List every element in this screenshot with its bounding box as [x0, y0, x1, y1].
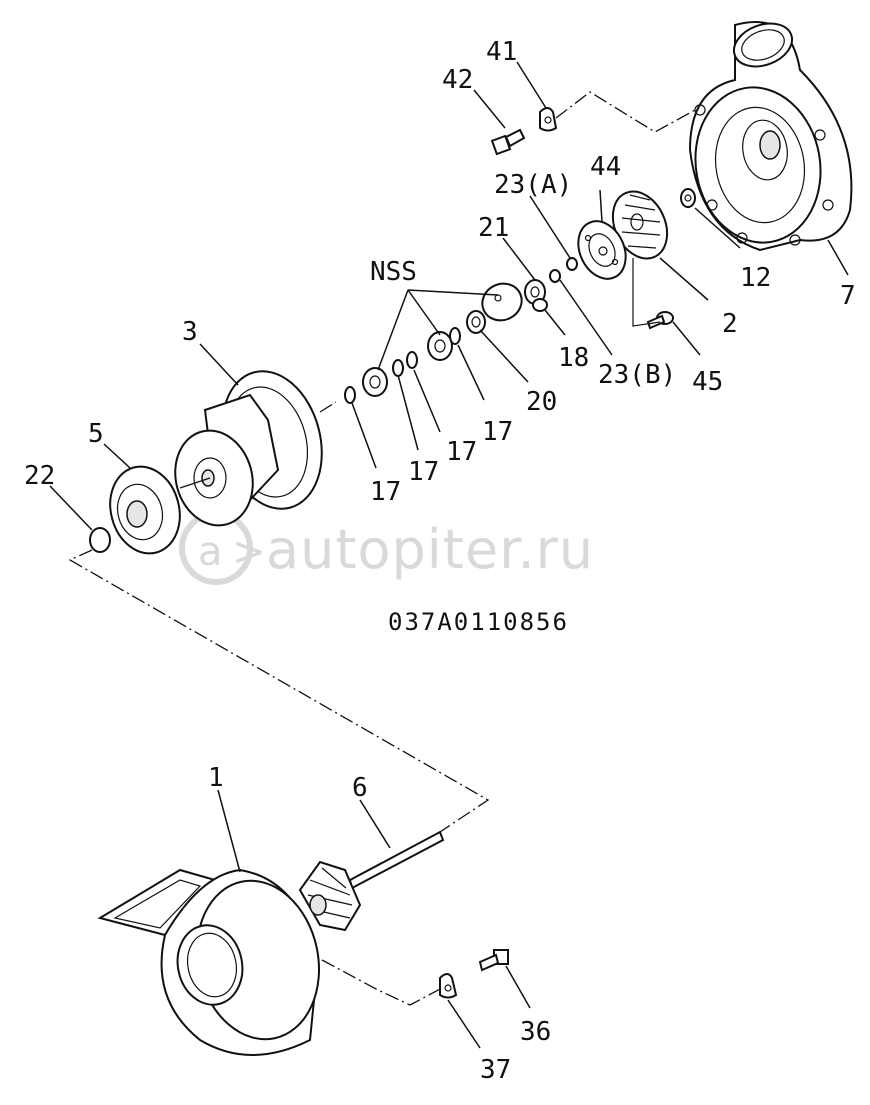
svg-text:>: >: [232, 529, 267, 575]
label-22: 22: [24, 461, 55, 491]
bearing-housing: [174, 370, 323, 527]
label-3: 3: [182, 317, 198, 347]
snap-rings-17: [344, 327, 461, 404]
bolt-36: [478, 949, 509, 972]
compressor-wheel: [611, 190, 669, 260]
heat-shroud: [109, 465, 181, 555]
ring-22: [89, 527, 111, 553]
journal-bearing-nss-a: [427, 331, 453, 361]
turbine-wheel-shaft: [298, 830, 445, 932]
compressor-housing: [688, 21, 853, 252]
label-6: 6: [352, 773, 368, 803]
label-42: 42: [442, 65, 473, 95]
label-18: 18: [558, 343, 589, 373]
label-41: 41: [486, 37, 517, 67]
label-5: 5: [88, 419, 104, 449]
o-ring-23b: [549, 269, 561, 283]
nut: [680, 188, 696, 208]
watermark: a > autopiter.ru: [179, 511, 594, 585]
spacer-18: [532, 298, 548, 312]
turbine-housing: [97, 868, 321, 1056]
label-23a: 23(A): [494, 170, 572, 200]
label-37: 37: [480, 1055, 511, 1085]
part-labels: 41 42 44 23(A) 21 12 7 2 NSS 18 23(B) 45…: [24, 37, 856, 1085]
leader-lines: [49, 61, 849, 1049]
label-21: 21: [478, 213, 509, 243]
label-nss: NSS: [370, 257, 417, 287]
seal-plate: [577, 220, 627, 280]
svg-text:a: a: [198, 529, 224, 575]
label-36: 36: [520, 1017, 551, 1047]
label-23b: 23(B): [598, 360, 676, 390]
label-17-b: 17: [446, 437, 477, 467]
bolt-42: [490, 128, 526, 156]
label-17-a: 17: [482, 417, 513, 447]
seal-ring-20: [466, 310, 486, 334]
watermark-text: autopiter.ru: [266, 518, 594, 581]
bolt-45: [646, 311, 674, 330]
label-2: 2: [722, 309, 738, 339]
label-45: 45: [692, 367, 723, 397]
label-1: 1: [208, 763, 224, 793]
label-20: 20: [526, 387, 557, 417]
o-ring-23a: [566, 257, 578, 271]
label-17-d: 17: [370, 477, 401, 507]
label-12: 12: [740, 263, 771, 293]
lock-plate-37: [439, 973, 458, 999]
label-17-c: 17: [408, 457, 439, 487]
journal-bearing-nss-b: [362, 367, 388, 397]
label-7: 7: [840, 281, 856, 311]
drawing-code: 037A0110856: [388, 608, 569, 636]
lock-plate-41: [539, 107, 558, 132]
label-44: 44: [590, 152, 621, 182]
